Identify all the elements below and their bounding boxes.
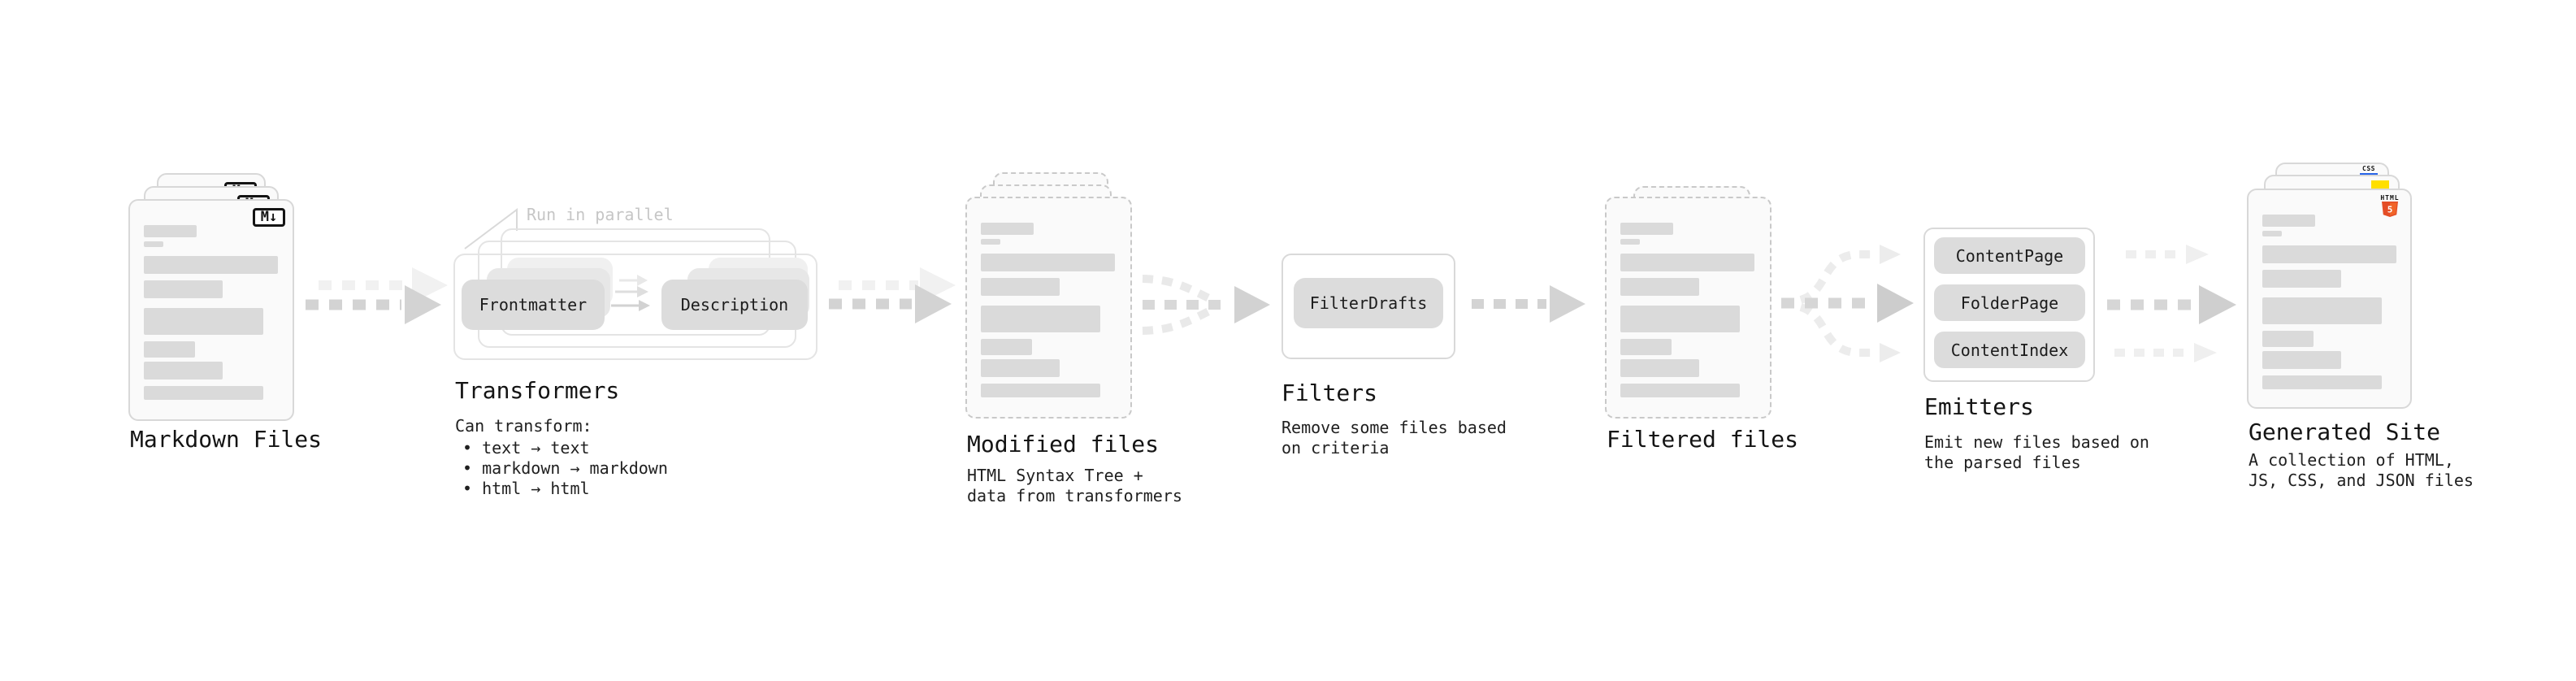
- text-line-placeholder: [1620, 359, 1699, 377]
- emitters-description: Emit new files based on the parsed files: [1924, 432, 2149, 472]
- text-line-placeholder: [2262, 351, 2341, 369]
- text-line-placeholder: [1620, 223, 1673, 235]
- text-line-placeholder: [2262, 245, 2396, 263]
- filters-label: Filters: [1281, 380, 1378, 406]
- text-line-placeholder: [2262, 297, 2382, 324]
- text-line-placeholder: [1620, 239, 1640, 245]
- text-line-placeholder: [144, 225, 197, 237]
- run-in-parallel-annotation: Run in parallel: [527, 205, 674, 224]
- filters-description: Remove some files based on criteria: [1281, 418, 1507, 458]
- arrow-emitters-to-generated: [2107, 245, 2236, 362]
- text-line-placeholder: [981, 306, 1100, 332]
- emitters-label: Emitters: [1924, 393, 2034, 420]
- frontmatter-chip: Frontmatter: [462, 280, 605, 330]
- transformers-label: Transformers: [455, 377, 620, 404]
- transformer-group-box: [453, 254, 817, 360]
- text-line-placeholder: [144, 280, 223, 298]
- generated-site-label: Generated Site: [2249, 419, 2441, 445]
- transform-bullet: • html → html: [462, 479, 590, 498]
- arrow-transformers-to-modified: [829, 267, 956, 323]
- markdown-files-label: Markdown Files: [130, 426, 323, 453]
- content-page-chip: ContentPage: [1934, 237, 2085, 274]
- modified-file-card: [965, 197, 1132, 419]
- modified-files-label: Modified files: [967, 431, 1160, 458]
- svg-text:5: 5: [2387, 205, 2393, 215]
- text-line-placeholder: [981, 359, 1060, 377]
- filter-drafts-chip: FilterDrafts: [1294, 278, 1443, 328]
- markdown-file-card: M↓: [128, 199, 294, 421]
- filtered-files-label: Filtered files: [1607, 426, 1799, 453]
- arrow-filters-to-filtered: [1472, 285, 1585, 323]
- modified-files-description: HTML Syntax Tree + data from transformer…: [967, 466, 1182, 505]
- content-index-chip: ContentIndex: [1934, 332, 2085, 368]
- text-line-placeholder: [981, 339, 1032, 355]
- text-line-placeholder: [144, 308, 263, 335]
- text-line-placeholder: [1620, 306, 1740, 332]
- arrow-markdown-to-transformers: [306, 267, 448, 324]
- text-line-placeholder: [1620, 339, 1672, 355]
- annotation-leader-line: [464, 208, 518, 249]
- text-line-placeholder: [1620, 384, 1740, 397]
- text-line-placeholder: [1620, 254, 1754, 271]
- text-line-placeholder: [2262, 231, 2282, 236]
- folder-page-chip: FolderPage: [1934, 284, 2085, 321]
- text-line-placeholder: [2262, 331, 2314, 347]
- text-line-placeholder: [144, 341, 195, 358]
- text-line-placeholder: [2262, 270, 2341, 288]
- text-line-placeholder: [2262, 215, 2315, 227]
- text-line-placeholder: [144, 241, 163, 247]
- arrow-filtered-to-emitters: [1781, 245, 1914, 362]
- text-line-placeholder: [1620, 278, 1699, 296]
- text-line-placeholder: [981, 278, 1060, 296]
- text-line-placeholder: [981, 254, 1115, 271]
- text-line-placeholder: [981, 239, 1000, 245]
- text-line-placeholder: [981, 384, 1100, 397]
- transform-bullet: • text → text: [462, 438, 590, 458]
- text-line-placeholder: [144, 362, 223, 380]
- markdown-icon: M↓: [253, 208, 285, 227]
- html5-icon: HTML 5: [2378, 194, 2402, 221]
- text-line-placeholder: [981, 223, 1034, 235]
- transform-bullet: • markdown → markdown: [462, 458, 668, 478]
- text-line-placeholder: [144, 386, 263, 400]
- description-chip: Description: [661, 280, 808, 330]
- arrow-modified-to-filters: [1142, 275, 1270, 335]
- text-line-placeholder: [144, 256, 278, 274]
- generated-site-description: A collection of HTML, JS, CSS, and JSON …: [2249, 450, 2474, 490]
- text-line-placeholder: [2262, 375, 2382, 389]
- filtered-file-card: [1605, 197, 1772, 419]
- arrows-frontmatter-to-description: [611, 275, 650, 311]
- can-transform-heading: Can transform:: [455, 416, 592, 436]
- site-file-card-html: HTML 5: [2247, 189, 2412, 409]
